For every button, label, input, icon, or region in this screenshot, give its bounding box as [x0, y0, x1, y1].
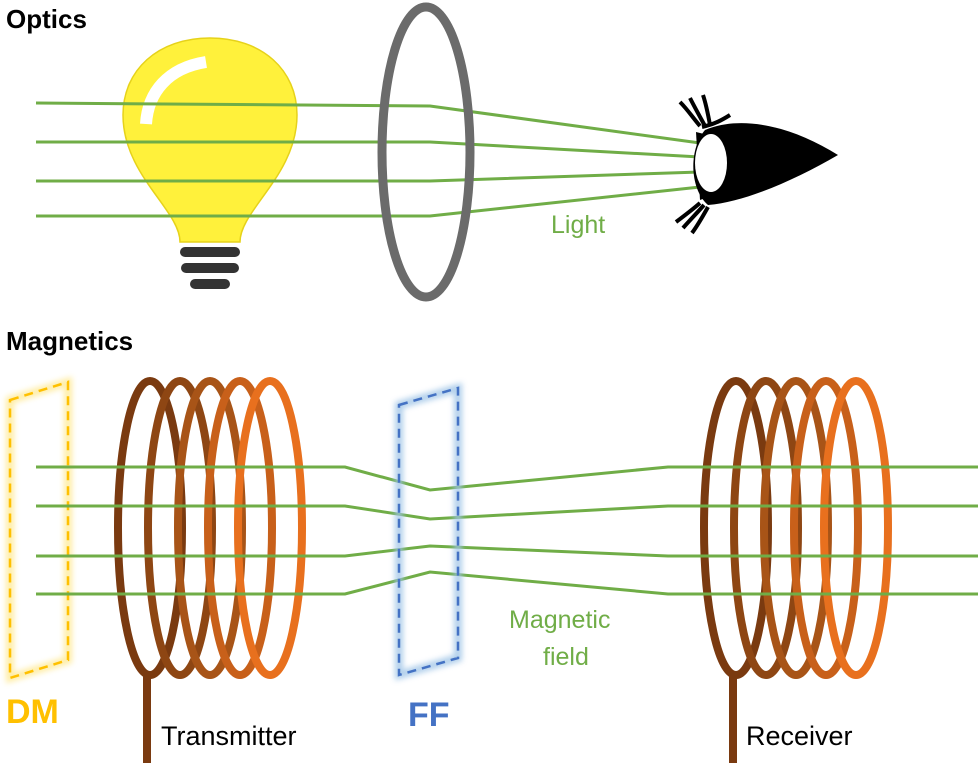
transmitter-label: Transmitter	[161, 721, 297, 751]
eye-icon	[674, 94, 838, 235]
light-rays	[35, 101, 701, 218]
magnetic-field-label-line2: field	[543, 643, 589, 671]
dm-label: DM	[6, 693, 59, 731]
transmitter-coil	[114, 377, 306, 763]
coil-icon	[114, 377, 306, 679]
magnetic-field-lines	[36, 465, 978, 596]
light-bulb-icon	[122, 37, 298, 289]
coil-icon	[700, 377, 892, 679]
receiver-label: Receiver	[746, 721, 853, 751]
receiver-coil	[700, 377, 892, 763]
light-label: Light	[551, 211, 605, 239]
ff-plate	[395, 382, 462, 681]
magnetic-field-label-line1: Magnetic	[509, 606, 610, 634]
ff-label: FF	[408, 696, 450, 734]
optics-title: Optics	[6, 4, 87, 34]
lens-icon	[377, 2, 475, 302]
magnetics-title: Magnetics	[6, 326, 133, 356]
dm-plate	[6, 376, 72, 684]
